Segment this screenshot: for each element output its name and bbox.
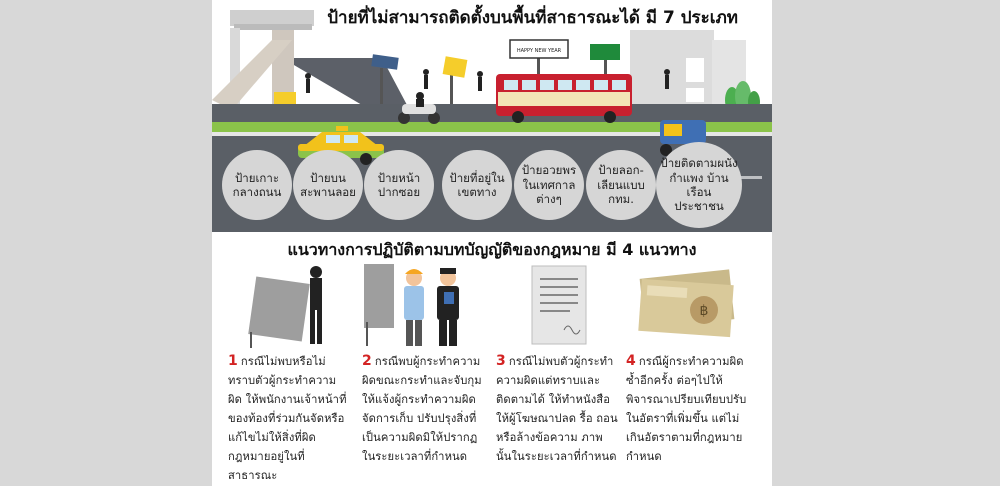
green-strip xyxy=(212,122,772,132)
document-icon xyxy=(531,265,587,345)
sign-type-festival: ป้ายอวยพร ในเทศกาล ต่างๆ xyxy=(514,150,584,220)
svg-text:฿: ฿ xyxy=(700,303,709,319)
bus-icon xyxy=(496,74,632,123)
guideline-text: กรณีพบผู้กระทำความผิดขณะกระทำและจับกุม ใ… xyxy=(362,355,482,463)
guideline-number: 3 xyxy=(496,353,506,369)
heading-guidelines: แนวทางการปฏิบัติตามบทบัญญัติของกฎหมาย มี… xyxy=(287,240,697,259)
bridge-icon xyxy=(212,10,407,110)
guideline-number: 4 xyxy=(626,353,636,369)
worker-board-icon xyxy=(248,266,322,348)
sign-type-soi-entrance: ป้ายหน้า ปากซอย xyxy=(364,150,434,220)
guideline-number: 1 xyxy=(228,353,238,369)
road-upper xyxy=(212,104,772,122)
billboard-text: HAPPY NEW YEAR xyxy=(517,48,562,54)
sign-type-right-of-way: ป้ายที่อยู่ใน เขตทาง xyxy=(442,150,512,220)
pedestrian-icon xyxy=(305,69,670,93)
sign-post-yellow xyxy=(442,56,468,106)
curb xyxy=(212,132,772,136)
building-window xyxy=(686,58,704,82)
sign-type-overpass: ป้ายบน สะพานลอย xyxy=(293,150,363,220)
guideline-text: กรณีผู้กระทำความผิดซ้ำอีกครั้ง ต่อๆไปให้… xyxy=(626,355,747,463)
guideline-text: กรณีไม่พบหรือไม่ทราบตัวผู้กระทำความผิด ใ… xyxy=(228,355,347,482)
worker-officer-icon xyxy=(364,264,459,346)
guideline-number: 2 xyxy=(362,353,372,369)
sign-type-imitation: ป้ายลอก- เลียนแบบ กทม. xyxy=(586,150,656,220)
motorcycle-icon xyxy=(398,92,440,124)
infographic: HAPPY NEW YEAR xyxy=(212,0,772,486)
sign-post-blue xyxy=(371,54,399,106)
building-window-2 xyxy=(686,88,704,102)
guideline-text: กรณีไม่พบตัวผู้กระทำความผิดแต่ทราบและติด… xyxy=(496,355,618,463)
heading-sign-types: ป้ายที่ไม่สามารถติดตั้งบนพื้นที่สาธารณะไ… xyxy=(327,8,738,28)
sign-type-median: ป้ายเกาะ กลางถนน xyxy=(222,150,292,220)
billboard: HAPPY NEW YEAR xyxy=(509,39,569,76)
sign-type-wall: ป้ายติดตามผนัง กำแพง บ้านเรือน ประชาชน xyxy=(656,142,742,228)
banknote-icon: ฿ xyxy=(638,269,735,338)
